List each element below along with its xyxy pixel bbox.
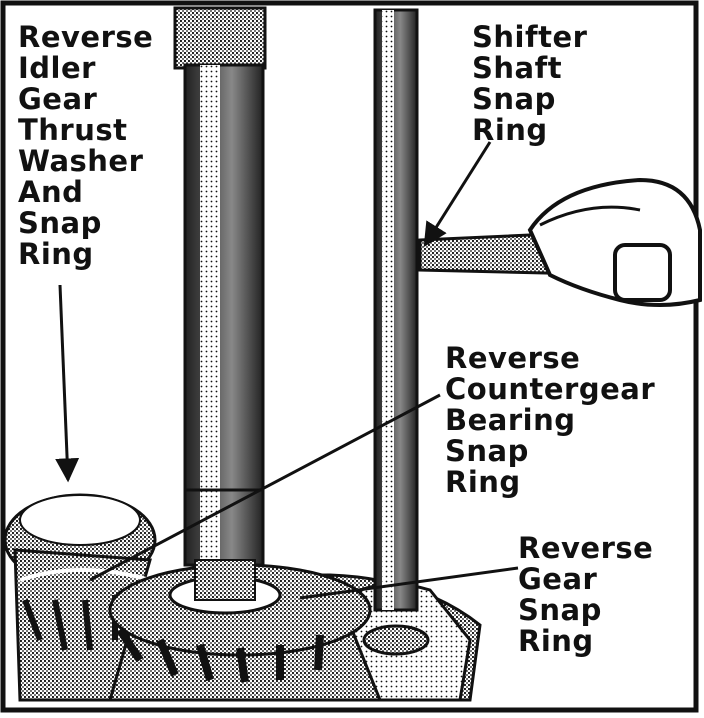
shifter-shaft (362, 8, 430, 656)
label-countergear: Reverse Countergear Bearing Snap Ring (445, 341, 656, 499)
leader-reverse-gear (299, 566, 519, 600)
leader-shifter (423, 141, 492, 248)
label-shifter-shaft: Shifter Shaft Snap Ring (472, 20, 588, 147)
label-reverse-gear: Reverse Gear Snap Ring (518, 531, 654, 658)
label-reverse-idler: Reverse Idler Gear Thrust Washer And Sna… (18, 20, 154, 271)
idler-gear (3, 493, 157, 702)
leader-idler (55, 284, 80, 483)
leader-countergear (89, 393, 441, 582)
main-shaft (173, 6, 267, 601)
hand-with-pliers (418, 177, 702, 307)
